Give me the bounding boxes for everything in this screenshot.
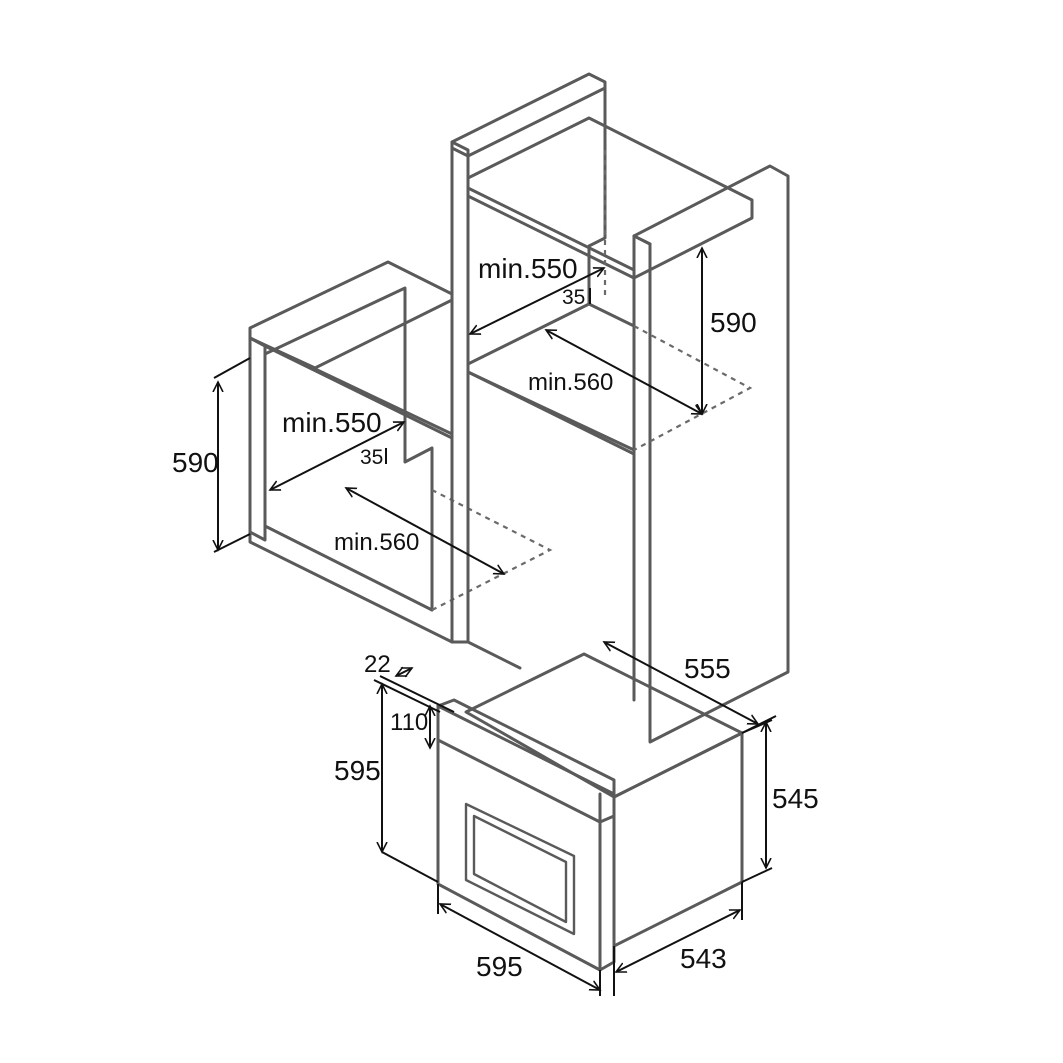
label-oven-front-height: 595 bbox=[334, 755, 381, 786]
label-oven-depth: 555 bbox=[684, 653, 731, 684]
dim-oven-depth bbox=[604, 641, 758, 725]
label-oven-top-gap: 110 bbox=[390, 709, 428, 736]
built-in-oven bbox=[436, 652, 744, 972]
tall-column-cabinet bbox=[450, 72, 790, 744]
label-right-offset: 35 bbox=[562, 286, 585, 309]
dimension-labels: 590 min.550 35 min.560 min.550 35 590 mi… bbox=[172, 253, 819, 982]
dim-oven-panel bbox=[396, 668, 412, 676]
dim-right-width bbox=[470, 267, 604, 335]
label-right-depth: min.560 bbox=[528, 369, 613, 396]
label-left-height: 590 bbox=[172, 447, 219, 478]
dim-oven-body-depth bbox=[616, 909, 740, 973]
label-oven-front-width: 595 bbox=[476, 951, 523, 982]
label-left-depth: min.560 bbox=[334, 529, 419, 556]
label-oven-body-depth: 543 bbox=[680, 943, 727, 974]
dimension-lines bbox=[214, 248, 777, 996]
dim-right-depth bbox=[546, 329, 702, 415]
label-left-offset: 35 bbox=[360, 446, 383, 469]
dim-left-width bbox=[270, 421, 404, 491]
under-counter-cabinet bbox=[248, 260, 553, 644]
label-oven-body-height: 545 bbox=[772, 783, 819, 814]
dim-oven-front-width bbox=[440, 903, 600, 991]
label-left-width: min.550 bbox=[282, 407, 382, 438]
dim-left-depth bbox=[346, 487, 504, 575]
label-oven-panel: 22 bbox=[364, 651, 391, 678]
label-right-height: 590 bbox=[710, 307, 757, 338]
label-right-width: min.550 bbox=[478, 253, 578, 284]
